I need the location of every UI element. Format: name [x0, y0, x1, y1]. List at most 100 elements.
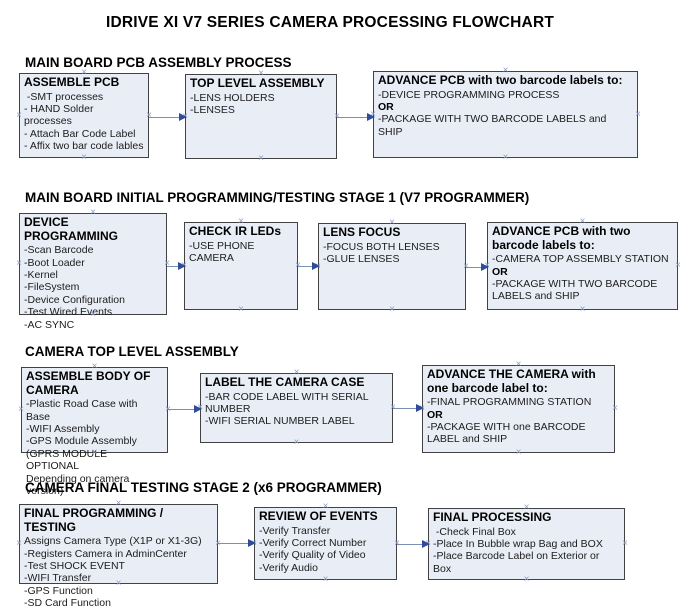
box-item: -BAR CODE LABEL WITH SERIAL NUMBER: [205, 390, 372, 416]
connection-point[interactable]: ×: [622, 537, 628, 549]
connection-point[interactable]: ×: [16, 257, 22, 269]
box-item: -Verify Audio: [259, 561, 318, 574]
connector-arrowhead: [194, 405, 202, 413]
connection-point[interactable]: ×: [389, 303, 395, 315]
connection-point[interactable]: ×: [165, 404, 171, 415]
connection-point[interactable]: ×: [91, 446, 98, 458]
connection-point[interactable]: ×: [675, 259, 681, 271]
connection-point[interactable]: ×: [612, 402, 618, 414]
connector-arrowhead: [248, 539, 256, 547]
flow-box-assemble-pcb[interactable]: ASSEMBLE PCB -SMT processes- HAND Solder…: [19, 73, 149, 158]
connection-point[interactable]: ×: [238, 215, 244, 227]
connector-arrow[interactable]: [298, 265, 312, 267]
box-item: - Attach Bar Code Label: [24, 127, 136, 140]
box-item: -Verify Quality of Video: [259, 549, 366, 562]
box-item: -DEVICE PROGRAMMING PROCESS: [378, 88, 560, 101]
box-item: -GPS Function: [24, 584, 93, 597]
connection-point[interactable]: ×: [18, 403, 24, 415]
connection-point[interactable]: ×: [635, 108, 641, 120]
connection-point[interactable]: ×: [502, 151, 509, 163]
connection-point[interactable]: ×: [115, 577, 122, 589]
flowchart-title: IDRIVE XI V7 SERIES CAMERA PROCESSING FL…: [105, 14, 555, 31]
box-item: -PACKAGE WITH TWO BARCODE LABELS and SHI…: [378, 113, 610, 138]
box-title: ADVANCE PCB with two barcode labels to:: [492, 224, 631, 252]
connection-point[interactable]: ×: [523, 501, 530, 513]
connection-point[interactable]: ×: [322, 573, 329, 585]
flow-box-advance-the-camera-with-one-barcode-labe[interactable]: ADVANCE THE CAMERA with one barcode labe…: [422, 365, 615, 453]
box-item: -LENSES: [190, 104, 235, 117]
box-item: - Affix two bar code lables: [24, 140, 144, 153]
connection-point[interactable]: ×: [90, 206, 96, 218]
connector-arrow[interactable]: [466, 266, 481, 268]
connector-arrow[interactable]: [337, 116, 367, 118]
connection-point[interactable]: ×: [91, 360, 98, 372]
box-item: -GPS Module Assembly: [26, 435, 137, 448]
connector-arrowhead: [178, 262, 186, 270]
connection-point[interactable]: ×: [115, 497, 122, 509]
connector-arrow[interactable]: [393, 407, 416, 409]
box-item: -Kernel: [24, 269, 58, 282]
section-heading-main-board-initial-programming-testing-s: MAIN BOARD INITIAL PROGRAMMING/TESTING S…: [25, 190, 530, 205]
connector-arrowhead: [179, 113, 187, 121]
box-item: -USE PHONE CAMERA: [189, 239, 258, 265]
connection-point[interactable]: ×: [258, 67, 264, 79]
section-heading-camera-top-level-assembly: CAMERA TOP LEVEL ASSEMBLY: [25, 344, 239, 359]
connector-arrow[interactable]: [168, 408, 194, 410]
connector-arrow[interactable]: [218, 542, 248, 544]
box-title: FINAL PROCESSING: [433, 510, 552, 524]
connection-point[interactable]: ×: [164, 257, 170, 269]
connection-point[interactable]: ×: [258, 152, 264, 164]
connection-point[interactable]: ×: [389, 216, 395, 228]
connection-point[interactable]: ×: [90, 308, 96, 320]
connection-point[interactable]: ×: [394, 538, 400, 548]
flow-box-final-processing[interactable]: FINAL PROCESSING -Check Final Box-Place …: [428, 508, 625, 580]
connection-point[interactable]: ×: [293, 366, 300, 378]
connection-point[interactable]: ×: [579, 215, 586, 227]
box-title: LABEL THE CAMERA CASE: [205, 375, 365, 389]
connection-point[interactable]: ×: [215, 538, 221, 549]
connection-point[interactable]: ×: [16, 109, 22, 121]
connector-arrow[interactable]: [167, 265, 178, 267]
box-title: ADVANCE PCB with two barcode labels to:: [378, 73, 623, 87]
box-title: ADVANCE THE CAMERA with one barcode labe…: [427, 367, 596, 395]
connection-point[interactable]: ×: [81, 66, 87, 78]
box-item: Assigns Camera Type (X1P or X1-3G): [24, 535, 202, 548]
flow-box-advance-pcb-with-two-barcode-labels-to[interactable]: ADVANCE PCB with two barcode labels to:-…: [487, 222, 678, 310]
flow-box-advance-pcb-with-two-barcode-labels-to[interactable]: ADVANCE PCB with two barcode labels to:-…: [373, 71, 638, 158]
connection-point[interactable]: ×: [523, 573, 530, 585]
box-item: -FOCUS BOTH LENSES: [323, 240, 440, 253]
connector-arrow[interactable]: [397, 543, 422, 545]
connection-point[interactable]: ×: [502, 64, 509, 76]
flow-box-check-ir-leds[interactable]: CHECK IR LEDs-USE PHONE CAMERA: [184, 222, 298, 310]
flow-box-review-of-events[interactable]: REVIEW OF EVENTS-Verify Transfer-Verify …: [254, 507, 397, 580]
box-title: DEVICE PROGRAMMING: [24, 215, 118, 243]
connection-point[interactable]: ×: [579, 303, 586, 315]
connection-point[interactable]: ×: [146, 109, 152, 121]
connection-point[interactable]: ×: [293, 436, 300, 448]
section-heading-camera-final-testing-stage-2-x6-programm: CAMERA FINAL TESTING STAGE 2 (x6 PROGRAM…: [25, 480, 382, 495]
connection-point[interactable]: ×: [81, 151, 87, 163]
flow-box-lens-focus[interactable]: LENS FOCUS-FOCUS BOTH LENSES-GLUE LENSES: [318, 223, 466, 310]
connection-point[interactable]: ×: [515, 446, 522, 458]
connection-point[interactable]: ×: [295, 260, 301, 271]
connection-point[interactable]: ×: [390, 402, 396, 413]
connection-point[interactable]: ×: [16, 537, 22, 549]
flow-box-assemble-body-of-camera[interactable]: ASSEMBLE BODY OF CAMERA-Plastic Road Cas…: [21, 367, 168, 497]
connection-point[interactable]: ×: [334, 111, 340, 121]
flow-box-label-the-camera-case[interactable]: LABEL THE CAMERA CASE-BAR CODE LABEL WIT…: [200, 373, 393, 443]
box-item: -SD Card Function: [24, 597, 111, 610]
flow-box-top-level-assembly[interactable]: TOP LEVEL ASSEMBLY-LENS HOLDERS-LENSES: [185, 74, 337, 159]
connection-point[interactable]: ×: [238, 303, 244, 315]
box-item: -FINAL PROGRAMMING STATION: [427, 396, 592, 409]
flow-box-device-programming[interactable]: DEVICE PROGRAMMING-Scan Barcode-Boot Loa…: [19, 213, 167, 331]
box-item: -Scan Barcode: [24, 244, 94, 257]
connection-point[interactable]: ×: [515, 358, 522, 370]
connection-point[interactable]: ×: [463, 261, 469, 271]
connector-arrowhead: [422, 540, 430, 548]
box-item: -Test SHOCK EVENT: [24, 560, 125, 573]
connection-point[interactable]: ×: [322, 500, 329, 512]
box-item: -Place Barcode Label on Exterior or Box: [433, 550, 603, 575]
connector-arrow[interactable]: [149, 116, 179, 118]
